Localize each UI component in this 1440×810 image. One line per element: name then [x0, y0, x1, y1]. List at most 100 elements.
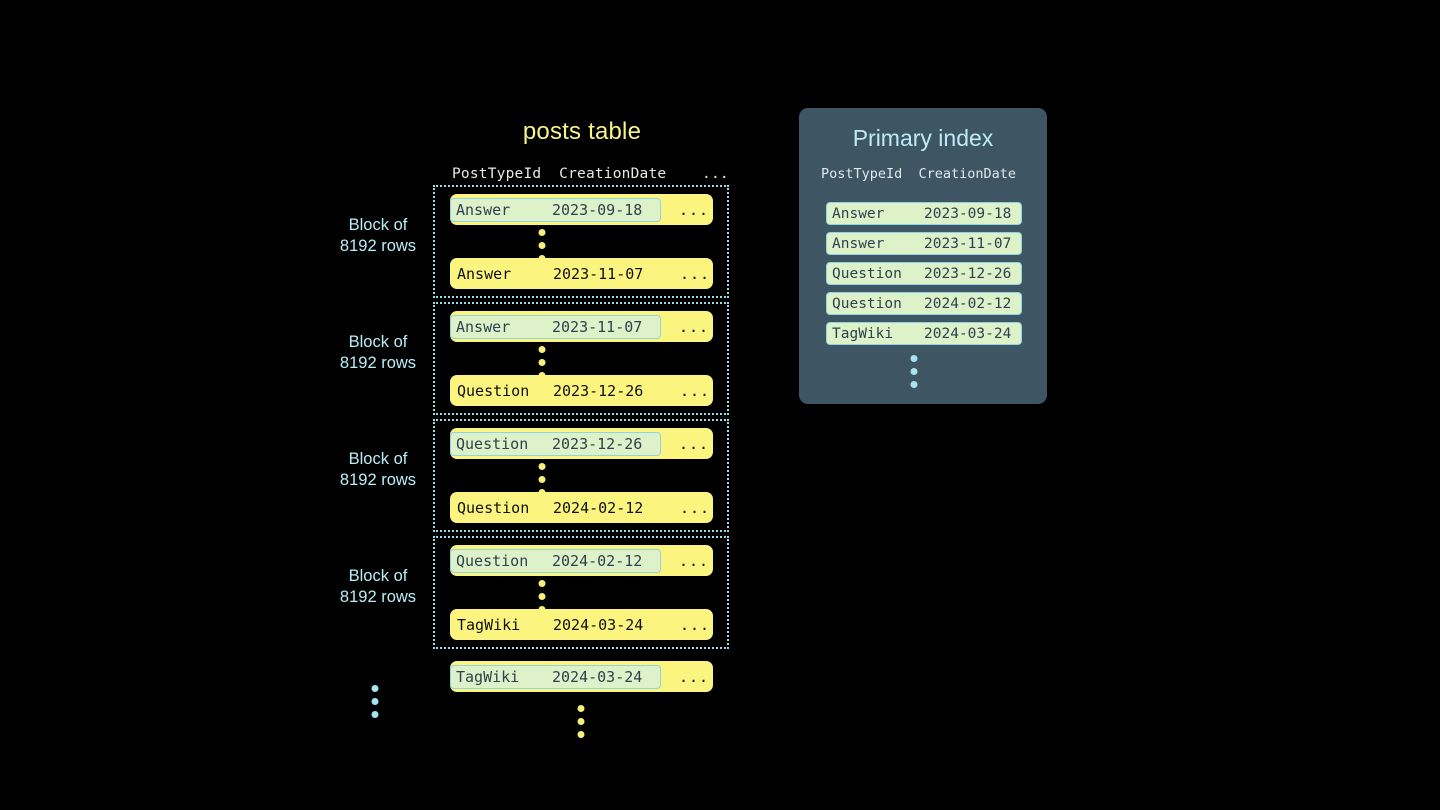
- index-entry[interactable]: Question 2023-12-26: [826, 262, 1022, 285]
- row-highlight-badge: Question 2024-02-12: [450, 548, 661, 573]
- dot: [577, 718, 585, 725]
- dot: [371, 711, 379, 718]
- block-label-line-2: 8192 rows: [339, 237, 417, 255]
- cell-post-type: Question: [457, 381, 530, 400]
- index-continues-dots: [910, 355, 918, 388]
- block-label-line-2: 8192 rows: [339, 354, 417, 372]
- cell-creation-date: 2024-02-12: [552, 551, 643, 570]
- primary-index-rows: Answer 2023-09-18 Answer 2023-11-07 Ques…: [826, 202, 1022, 352]
- cell-post-type: Question: [456, 551, 529, 570]
- cell-more-ellipsis: ...: [679, 434, 710, 453]
- table-row[interactable]: Question 2024-02-12 ...: [450, 545, 713, 576]
- cell-creation-date: 2024-03-24: [553, 615, 644, 634]
- cell-post-type: Question: [456, 434, 529, 453]
- more-blocks-dots: [371, 685, 379, 718]
- row-cells: TagWiki 2024-03-24: [450, 613, 662, 637]
- cell-post-type: Question: [457, 498, 530, 517]
- cell-post-type: TagWiki: [456, 667, 520, 686]
- cell-creation-date: 2024-03-24: [552, 667, 643, 686]
- dot: [371, 685, 379, 692]
- cell-more-ellipsis: ...: [680, 615, 711, 634]
- index-entry[interactable]: TagWiki 2024-03-24: [826, 322, 1022, 345]
- block-label-line-1: Block of: [348, 567, 408, 585]
- cell-more-ellipsis: ...: [679, 551, 710, 570]
- block-of-rows: Block of 8192 rows Answer 2023-11-07 ...: [332, 302, 752, 417]
- row-cells: Question 2024-02-12: [450, 496, 662, 520]
- cell-post-type: Answer: [832, 205, 885, 222]
- primary-index-panel: Primary index PostTypeId CreationDate An…: [799, 108, 1047, 404]
- dot: [910, 355, 918, 362]
- posts-table-title: posts table: [522, 118, 642, 145]
- dot: [538, 229, 546, 236]
- block-of-rows: Block of 8192 rows Answer 2023-09-18 ...: [332, 185, 752, 300]
- cell-creation-date: 2023-11-07: [924, 235, 1012, 252]
- cell-post-type: Answer: [456, 200, 511, 219]
- table-row[interactable]: Answer 2023-09-18 ...: [450, 194, 713, 225]
- table-row-trailing[interactable]: TagWiki 2024-03-24 ...: [450, 661, 713, 692]
- dot: [538, 580, 546, 587]
- posts-table-blocks: Block of 8192 rows Answer 2023-09-18 ...: [332, 185, 752, 653]
- index-entry[interactable]: Answer 2023-09-18: [826, 202, 1022, 225]
- block-label: Block of 8192 rows: [332, 566, 424, 608]
- block-frame: [433, 419, 729, 532]
- cell-post-type: TagWiki: [457, 615, 521, 634]
- block-frame: [433, 536, 729, 649]
- posts-table-column-header: PostTypeId CreationDate ...: [452, 166, 729, 182]
- cell-creation-date: 2023-12-26: [553, 381, 644, 400]
- cell-more-ellipsis: ...: [680, 264, 711, 283]
- block-label: Block of 8192 rows: [332, 215, 424, 257]
- dot: [538, 476, 546, 483]
- cell-post-type: TagWiki: [832, 325, 894, 342]
- cell-more-ellipsis: ...: [679, 667, 710, 686]
- row-highlight-badge: Answer 2023-11-07: [450, 314, 661, 339]
- cell-creation-date: 2024-02-12: [553, 498, 644, 517]
- row-cells: Answer 2023-11-07: [450, 262, 662, 286]
- dot: [538, 242, 546, 249]
- primary-index-column-header: PostTypeId CreationDate: [821, 166, 1017, 182]
- dot: [577, 705, 585, 712]
- cell-more-ellipsis: ...: [679, 317, 710, 336]
- dot: [910, 368, 918, 375]
- cell-post-type: Question: [832, 265, 902, 282]
- cell-creation-date: 2023-12-26: [552, 434, 643, 453]
- table-row[interactable]: Question 2023-12-26 ...: [450, 428, 713, 459]
- block-frame: [433, 185, 729, 298]
- table-continues-dots: [577, 705, 585, 738]
- index-entry[interactable]: Answer 2023-11-07: [826, 232, 1022, 255]
- dot: [538, 346, 546, 353]
- cell-post-type: Answer: [457, 264, 512, 283]
- cell-creation-date: 2024-02-12: [924, 295, 1012, 312]
- dot: [910, 381, 918, 388]
- block-label-line-1: Block of: [348, 333, 408, 351]
- cell-more-ellipsis: ...: [679, 200, 710, 219]
- block-label-line-2: 8192 rows: [339, 471, 417, 489]
- table-row[interactable]: Question 2024-02-12 ...: [450, 492, 713, 523]
- row-cells: Question 2023-12-26: [450, 379, 662, 403]
- table-row[interactable]: TagWiki 2024-03-24 ...: [450, 609, 713, 640]
- cell-creation-date: 2023-09-18: [924, 205, 1012, 222]
- cell-more-ellipsis: ...: [680, 498, 711, 517]
- cell-creation-date: 2023-11-07: [553, 264, 644, 283]
- cell-creation-date: 2023-09-18: [552, 200, 643, 219]
- table-row[interactable]: Question 2023-12-26 ...: [450, 375, 713, 406]
- table-row[interactable]: Answer 2023-11-07 ...: [450, 258, 713, 289]
- cell-post-type: Answer: [832, 235, 885, 252]
- row-highlight-badge: TagWiki 2024-03-24: [450, 664, 661, 689]
- dot: [538, 359, 546, 366]
- cell-creation-date: 2023-12-26: [924, 265, 1012, 282]
- block-label-line-1: Block of: [348, 216, 408, 234]
- block-label: Block of 8192 rows: [332, 332, 424, 374]
- cell-post-type: Answer: [456, 317, 511, 336]
- row-highlight-badge: Answer 2023-09-18: [450, 197, 661, 222]
- block-label-line-1: Block of: [348, 450, 408, 468]
- block-label: Block of 8192 rows: [332, 449, 424, 491]
- cell-post-type: Question: [832, 295, 902, 312]
- index-entry[interactable]: Question 2024-02-12: [826, 292, 1022, 315]
- block-of-rows: Block of 8192 rows Question 2024-02-12 .…: [332, 536, 752, 651]
- block-label-line-2: 8192 rows: [339, 588, 417, 606]
- cell-creation-date: 2023-11-07: [552, 317, 643, 336]
- table-row[interactable]: Answer 2023-11-07 ...: [450, 311, 713, 342]
- cell-creation-date: 2024-03-24: [924, 325, 1012, 342]
- block-of-rows: Block of 8192 rows Question 2023-12-26 .…: [332, 419, 752, 534]
